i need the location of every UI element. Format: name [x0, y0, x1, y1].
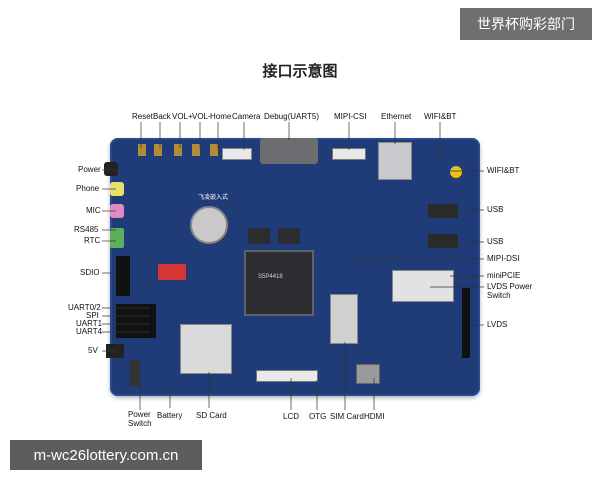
label-wifi-bt-top: WIFI&BT	[424, 112, 457, 121]
home-button-part	[210, 144, 218, 156]
lvds-header-part	[462, 288, 470, 358]
label-reset: Reset	[132, 112, 153, 121]
lcd-connector-part	[256, 370, 318, 382]
rtc-battery-part	[190, 206, 228, 244]
vol-plus-button-part	[174, 144, 182, 156]
power-jack-part	[104, 162, 118, 176]
power-switch-part	[130, 360, 140, 386]
label-lvds: LVDS	[487, 320, 508, 329]
label-wifi-bt-right: WIFI&BT	[487, 166, 520, 175]
label-lcd: LCD	[283, 412, 300, 421]
label-mipi-dsi: MIPI-DSI	[487, 254, 520, 263]
vol-minus-button-part	[192, 144, 200, 156]
rs485-connector-part	[110, 228, 124, 248]
reset-button-part	[138, 144, 146, 156]
page-title: 接口示意图	[262, 63, 338, 80]
label-lvds-power-switch-1: LVDS Power	[487, 282, 533, 291]
camera-connector-part	[222, 148, 252, 160]
label-camera: Camera	[232, 112, 261, 121]
category-badge: 世界杯购彩部门	[460, 8, 592, 40]
sim-card-slot-part	[330, 294, 358, 344]
sd-card-slot-part	[180, 324, 232, 374]
label-home: Home	[210, 112, 232, 121]
label-5v: 5V	[88, 346, 98, 355]
mini-pcie-slot-part	[392, 270, 454, 302]
label-sd-card: SD Card	[196, 411, 227, 420]
label-mini-pcie: miniPCIE	[487, 271, 521, 280]
label-uart4: UART4	[76, 327, 103, 336]
label-spi: SPI	[86, 311, 99, 320]
dev-board-image: S5P4418 飞凌嵌入式	[104, 138, 480, 396]
label-lvds-power-switch-2: Switch	[487, 291, 511, 300]
watermark-url: m-wc26lottery.com.cn	[10, 440, 202, 470]
label-ethernet: Ethernet	[381, 112, 412, 121]
label-debug: Debug(UART5)	[264, 112, 319, 121]
usb-port-part	[428, 204, 458, 218]
label-mic: MIC	[86, 206, 101, 215]
label-usb-1: USB	[487, 205, 504, 214]
memory-chip-part	[248, 228, 270, 244]
cpu-label: S5P4418	[258, 274, 283, 280]
label-mipi-csi: MIPI-CSI	[334, 112, 367, 121]
label-uart1: UART1	[76, 319, 103, 328]
label-otg: OTG	[309, 412, 327, 421]
label-rs485: RS485	[74, 225, 99, 234]
wifi-antenna-part	[450, 166, 462, 178]
label-power: Power	[78, 165, 101, 174]
usb-port-part	[428, 234, 458, 248]
label-power-switch-2: Switch	[128, 419, 152, 428]
label-usb-2: USB	[487, 237, 504, 246]
cpu-chip-part	[244, 250, 314, 316]
label-uart02: UART0/2	[68, 303, 101, 312]
label-phone: Phone	[76, 184, 100, 193]
label-vol-plus: VOL+	[172, 112, 193, 121]
sdio-header-part	[116, 256, 130, 296]
label-sim-card: SIM Card	[330, 412, 364, 421]
label-battery: Battery	[157, 411, 183, 420]
label-hdmi: HDMI	[364, 412, 385, 421]
label-power-switch-1: Power	[128, 410, 151, 419]
phone-jack-part	[110, 182, 124, 196]
dip-switch-part	[158, 264, 186, 280]
back-button-part	[154, 144, 162, 156]
label-rtc: RTC	[84, 236, 101, 245]
mic-jack-part	[110, 204, 124, 218]
label-vol-minus: VOL-	[192, 112, 211, 121]
debug-serial-part	[260, 138, 318, 164]
board-brand: 飞凌嵌入式	[198, 195, 229, 201]
label-back: Back	[153, 112, 171, 121]
label-sdio: SDIO	[80, 268, 100, 277]
memory-chip-part	[278, 228, 300, 244]
